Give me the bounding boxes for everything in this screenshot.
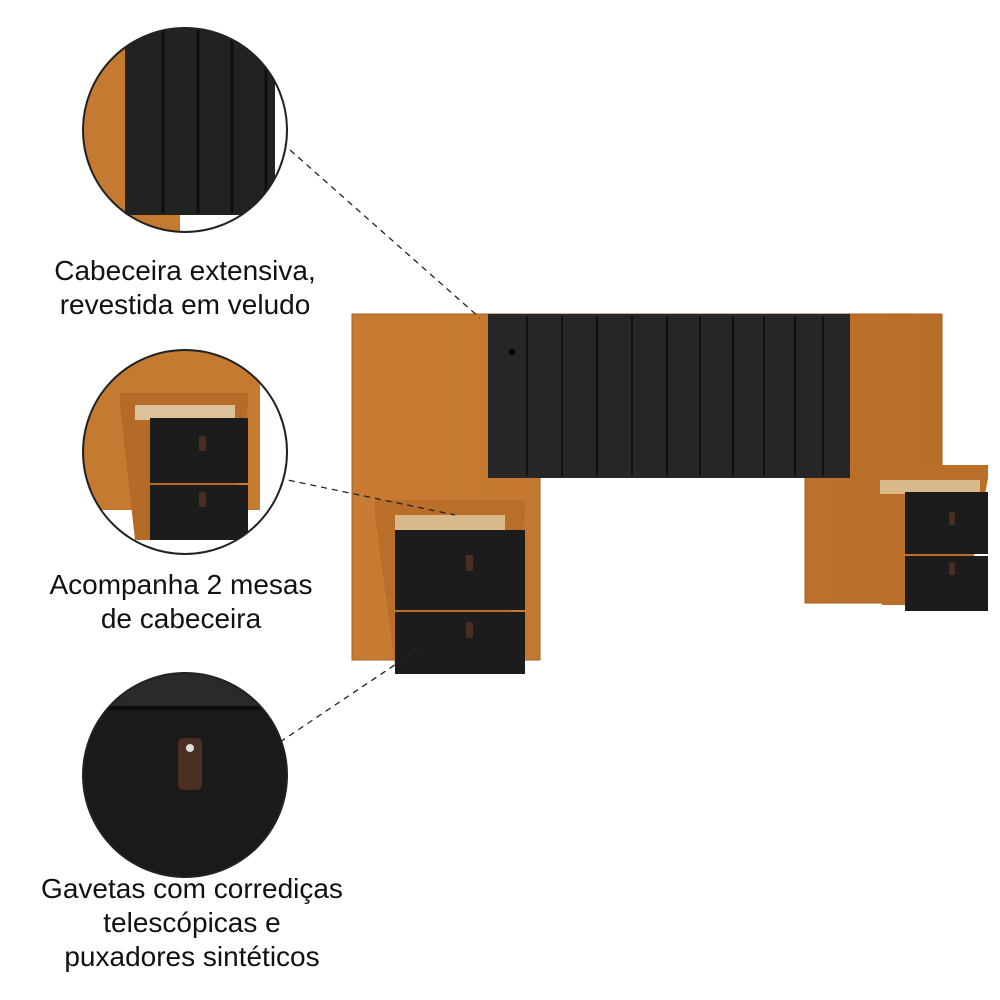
velvet-headboard-detail-icon	[82, 27, 288, 233]
callout-label-headboard: Cabeceira extensiva, revestida em veludo	[10, 254, 360, 322]
label-line: Cabeceira extensiva,	[54, 255, 316, 286]
callout-label-nightstands: Acompanha 2 mesas de cabeceira	[0, 568, 362, 636]
label-line: telescópicas e	[103, 907, 281, 938]
velvet-upholstery	[488, 314, 850, 478]
nightstand-right	[852, 465, 988, 611]
label-line: Acompanha 2 mesas	[49, 569, 313, 600]
drawer-handle-detail-icon	[82, 672, 288, 878]
label-line: Gavetas com corrediças	[41, 873, 343, 904]
label-line: revestida em veludo	[59, 289, 311, 320]
nightstand-detail-icon	[82, 349, 288, 555]
callout-leaders	[277, 149, 481, 743]
nightstand-left	[375, 500, 525, 674]
label-line: de cabeceira	[100, 603, 262, 634]
label-line: puxadores sintéticos	[64, 941, 320, 972]
callout-label-drawers: Gavetas com corrediças telescópicas e pu…	[0, 872, 384, 974]
